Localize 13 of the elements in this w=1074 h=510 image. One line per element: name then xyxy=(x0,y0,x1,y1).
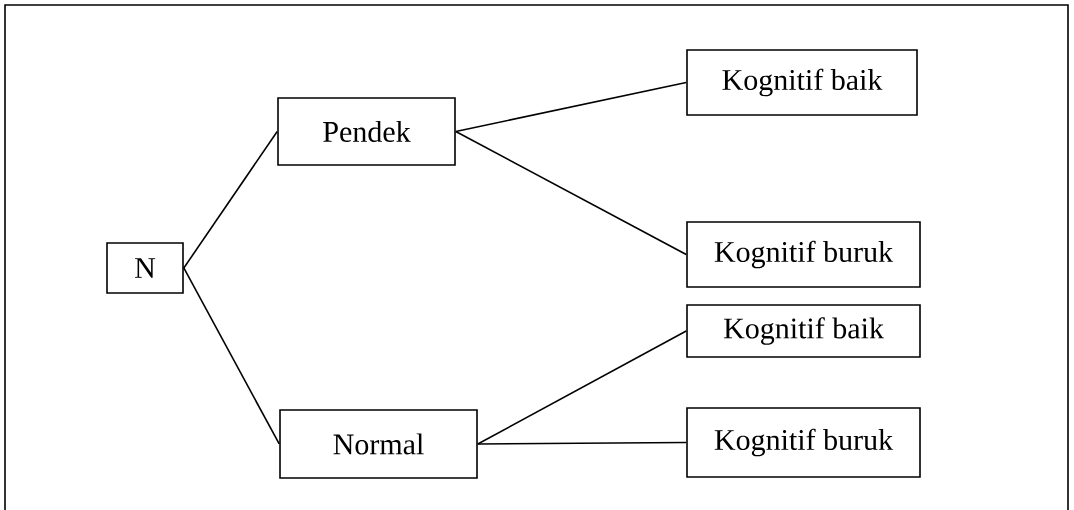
box: Kognitif baik xyxy=(686,304,921,358)
connector-line xyxy=(183,267,280,445)
connector-line xyxy=(455,130,687,256)
box: Kognitif buruk xyxy=(686,407,921,478)
connector-line xyxy=(477,330,687,445)
connector-line xyxy=(455,81,687,133)
connector-line xyxy=(183,130,278,269)
box: Pendek xyxy=(277,97,456,166)
box: Kognitif baik xyxy=(686,49,918,116)
box: N xyxy=(106,242,184,294)
connector-line xyxy=(477,441,687,445)
box: Normal xyxy=(279,409,478,479)
box: Kognitif buruk xyxy=(686,221,921,288)
